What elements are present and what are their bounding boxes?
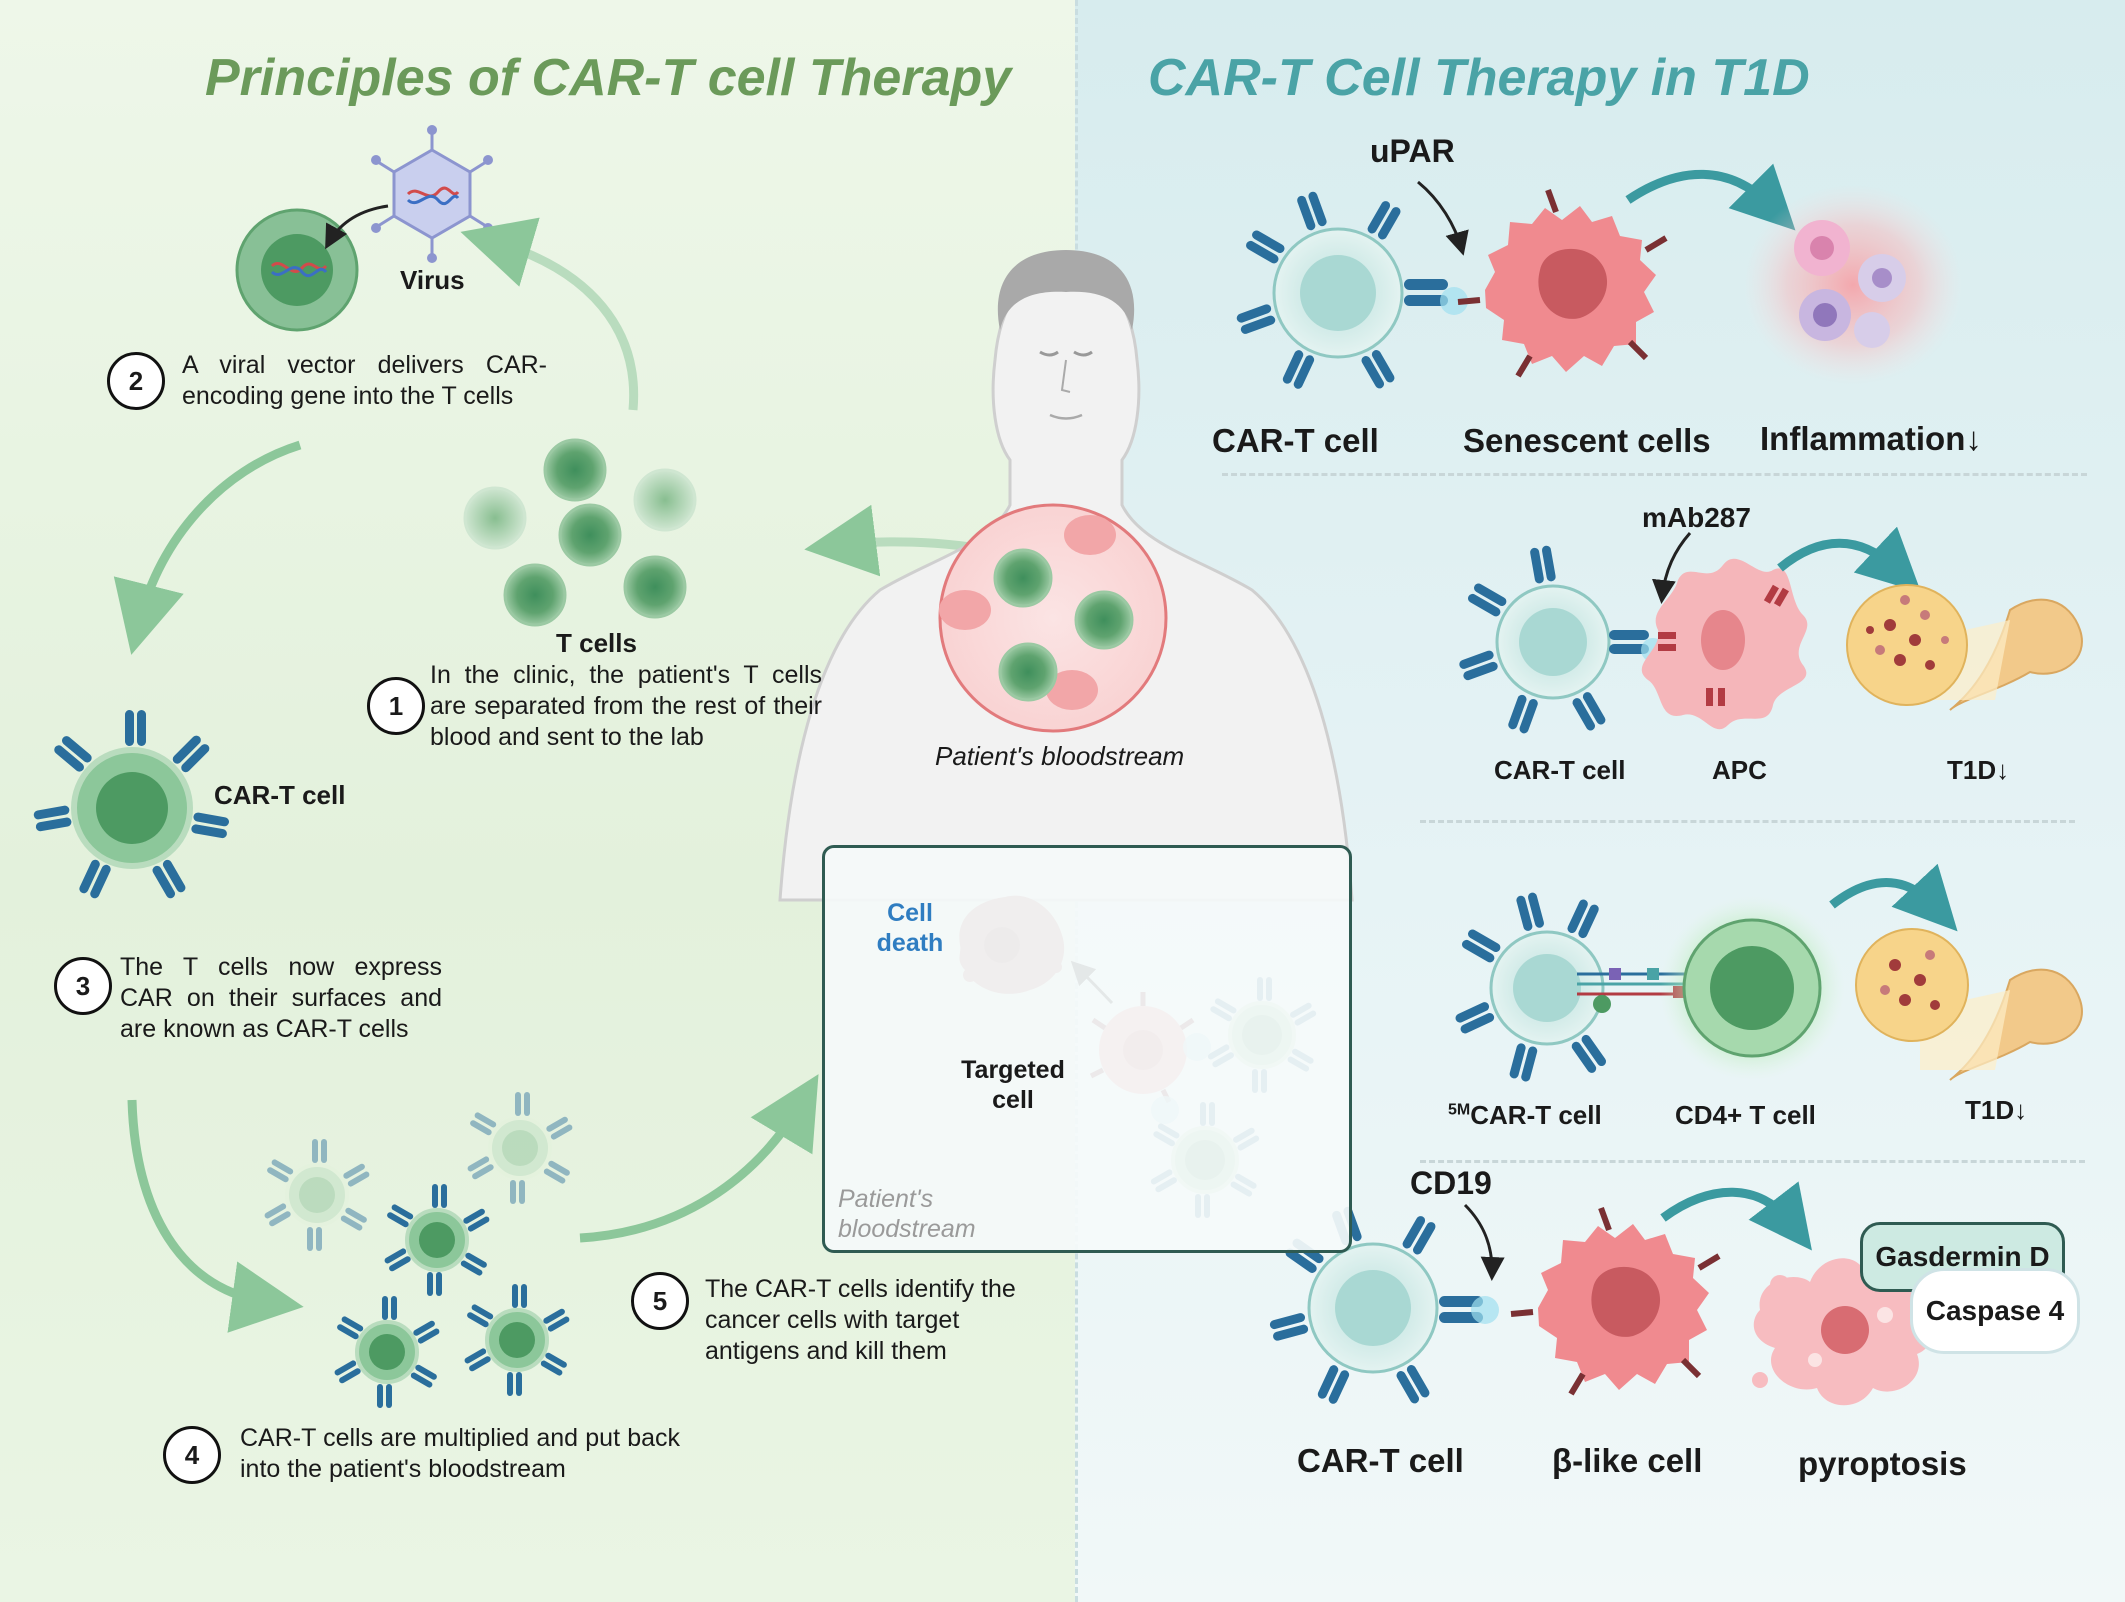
step-1-text: In the clinic, the patient's T cells are… (430, 661, 822, 751)
car-t-cells-multiplied (263, 1092, 574, 1408)
step-5-text: The CAR-T cells identify the cancer cell… (705, 1275, 1016, 1365)
row1-teal-arrow (1625, 163, 1796, 231)
virus-icon (371, 125, 493, 263)
step-4-number: 4 (163, 1426, 221, 1484)
inset-panel (822, 845, 1352, 1253)
car-t-cell-label: CAR-T cell (214, 780, 346, 810)
bloodstream-label: Patient's bloodstream (935, 741, 1185, 771)
targeted-cell-label: Targeted cell (961, 1056, 1065, 1114)
step-1-number: 1 (367, 677, 425, 735)
arrow-tcells-to-virus (460, 217, 639, 411)
row2-car-t-cell (1452, 540, 1665, 741)
row-divider-1 (1222, 473, 2087, 476)
row3-car-t-text: CAR-T cell (1470, 1100, 1602, 1130)
row4-outcome-label: pyroptosis (1798, 1445, 1967, 1482)
row3-outcome-label: T1D↓ (1965, 1095, 2028, 1125)
step-3-text: The T cells now express CAR on their sur… (120, 953, 442, 1043)
row2-mab287-arrow (1651, 532, 1692, 604)
row2-apc-cell (1641, 558, 1808, 730)
row2-car-t-label: CAR-T cell (1494, 755, 1626, 785)
virus-to-cell-arrow (325, 204, 389, 250)
t-cells-label: T cells (556, 628, 637, 658)
left-panel-title: Principles of CAR-T cell Therapy (205, 49, 1012, 107)
t-cells-cluster (463, 438, 697, 627)
row4-car-t-cell (1263, 1200, 1499, 1412)
step-5-number: 5 (631, 1272, 689, 1330)
cell-death-label: Cell death (876, 899, 944, 957)
car-t-cell-large (28, 706, 235, 906)
row3-teal-arrow (1829, 863, 1958, 932)
row3-cd4-t-cell (1660, 896, 1844, 1080)
arrow-step3-to-step4 (127, 1099, 304, 1333)
row4-cd19-arrow (1463, 1203, 1505, 1281)
virus-label: Virus (400, 265, 465, 295)
row4-cell-label: β-like cell (1552, 1442, 1703, 1479)
row4-car-t-label: CAR-T cell (1297, 1442, 1464, 1479)
row3-car-t-cell (1448, 886, 1697, 1088)
inflammation-illustration (1743, 185, 1963, 385)
row1-car-t-label: CAR-T cell (1212, 422, 1379, 459)
row3-cell-label: CD4+ T cell (1675, 1100, 1816, 1130)
step-3-number: 3 (54, 957, 112, 1015)
row1-outcome-label: Inflammation↓ (1760, 420, 1982, 457)
row1-car-t-cell (1230, 185, 1468, 397)
row3-car-t-label: 5MCAR-T cell (1448, 1100, 1602, 1131)
row3-car-t-superscript: 5M (1448, 1101, 1471, 1119)
row2-islet-pancreas (1846, 584, 2083, 711)
row4-target-label: CD19 (1410, 1165, 1492, 1201)
row-divider-3 (1420, 1160, 2085, 1163)
arrow-step4-to-inset (579, 1074, 819, 1243)
row3-islet-pancreas (1855, 928, 2083, 1081)
row2-outcome-label: T1D↓ (1947, 755, 2010, 785)
step-2-text: A viral vector delivers CAR-encoding gen… (182, 351, 547, 410)
arrow-step2-to-step3 (113, 440, 302, 655)
row-divider-2 (1420, 820, 2075, 823)
row2-target-label: mAb287 (1642, 502, 1751, 533)
step-2-number: 2 (107, 352, 165, 410)
bloodstream-circle (938, 503, 1168, 733)
row4-beta-like-cell (1510, 1206, 1721, 1396)
row1-target-label: uPAR (1370, 133, 1455, 169)
row2-teal-arrow (1777, 526, 1922, 593)
row4-teal-arrow (1660, 1181, 1812, 1251)
row1-cell-label: Senescent cells (1463, 422, 1711, 459)
caspase-4-badge: Caspase 4 (1910, 1268, 2080, 1354)
step-4-text: CAR-T cells are multiplied and put back … (240, 1424, 680, 1483)
row1-senescent-cell (1457, 188, 1668, 378)
right-panel-title: CAR-T Cell Therapy in T1D (1148, 49, 1810, 107)
row1-upar-arrow (1417, 180, 1469, 256)
inset-bloodstream-label: Patient's bloodstream (838, 1185, 976, 1243)
row2-cell-label: APC (1712, 755, 1767, 785)
